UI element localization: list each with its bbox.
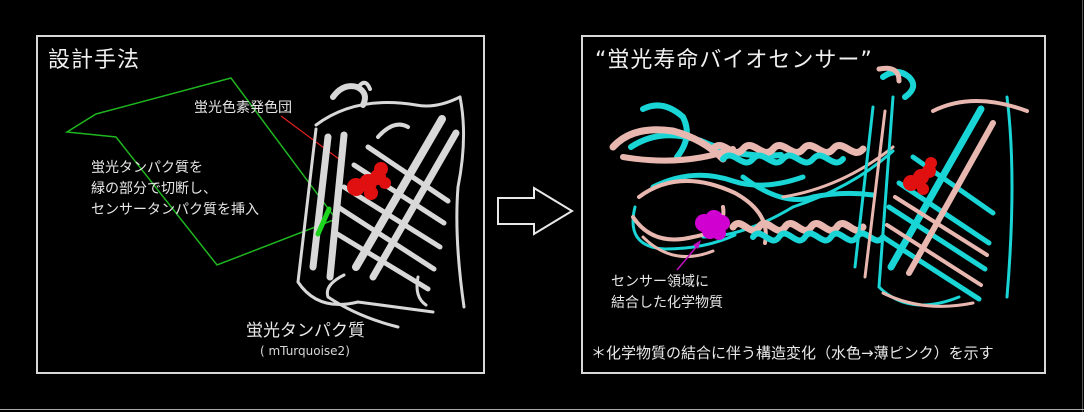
protein-name: 蛍光タンパク質 xyxy=(246,321,365,341)
cut-site xyxy=(315,206,332,237)
fluorescent-protein-diagram xyxy=(64,77,466,329)
biosensor-panel: “蛍光寿命バイオセンサー” xyxy=(581,35,1046,374)
panel-title: 設計手法 xyxy=(48,48,141,73)
ligand-label-line-1: センサー領域に xyxy=(611,274,709,290)
chromophore xyxy=(903,157,937,195)
beta-barrel-protein xyxy=(296,80,466,329)
design-method-panel: 設計手法 xyxy=(36,35,485,374)
callout-line-3: センサータンパク質を挿入 xyxy=(91,202,259,218)
callout-line-2: 緑の部分で切断し、 xyxy=(91,181,217,197)
chromophore-pointer xyxy=(280,115,344,163)
ligand-pointer xyxy=(676,244,699,271)
panel-title: “蛍光寿命バイオセンサー” xyxy=(595,48,873,73)
footnote: ＊化学物質の結合に伴う構造変化（水色→薄ピンク）を示す xyxy=(591,344,994,362)
biosensor-structure-diagram xyxy=(609,65,1029,308)
barrel-pink xyxy=(863,65,1029,308)
protein-id: ( mTurquoise2) xyxy=(260,344,350,358)
frame-edge xyxy=(1082,0,1083,412)
callout-line-1: 蛍光タンパク質を xyxy=(91,160,203,176)
chromophore-label: 蛍光色素発色団 xyxy=(194,100,292,116)
right-arrow-icon xyxy=(497,186,574,236)
bound-ligand xyxy=(695,210,730,240)
frame-edge xyxy=(0,409,1084,410)
callout-outline xyxy=(64,77,338,266)
chromophore xyxy=(347,162,391,200)
barrel-cyan xyxy=(853,69,1014,307)
ligand-label-line-2: 結合した化学物質 xyxy=(611,295,723,311)
